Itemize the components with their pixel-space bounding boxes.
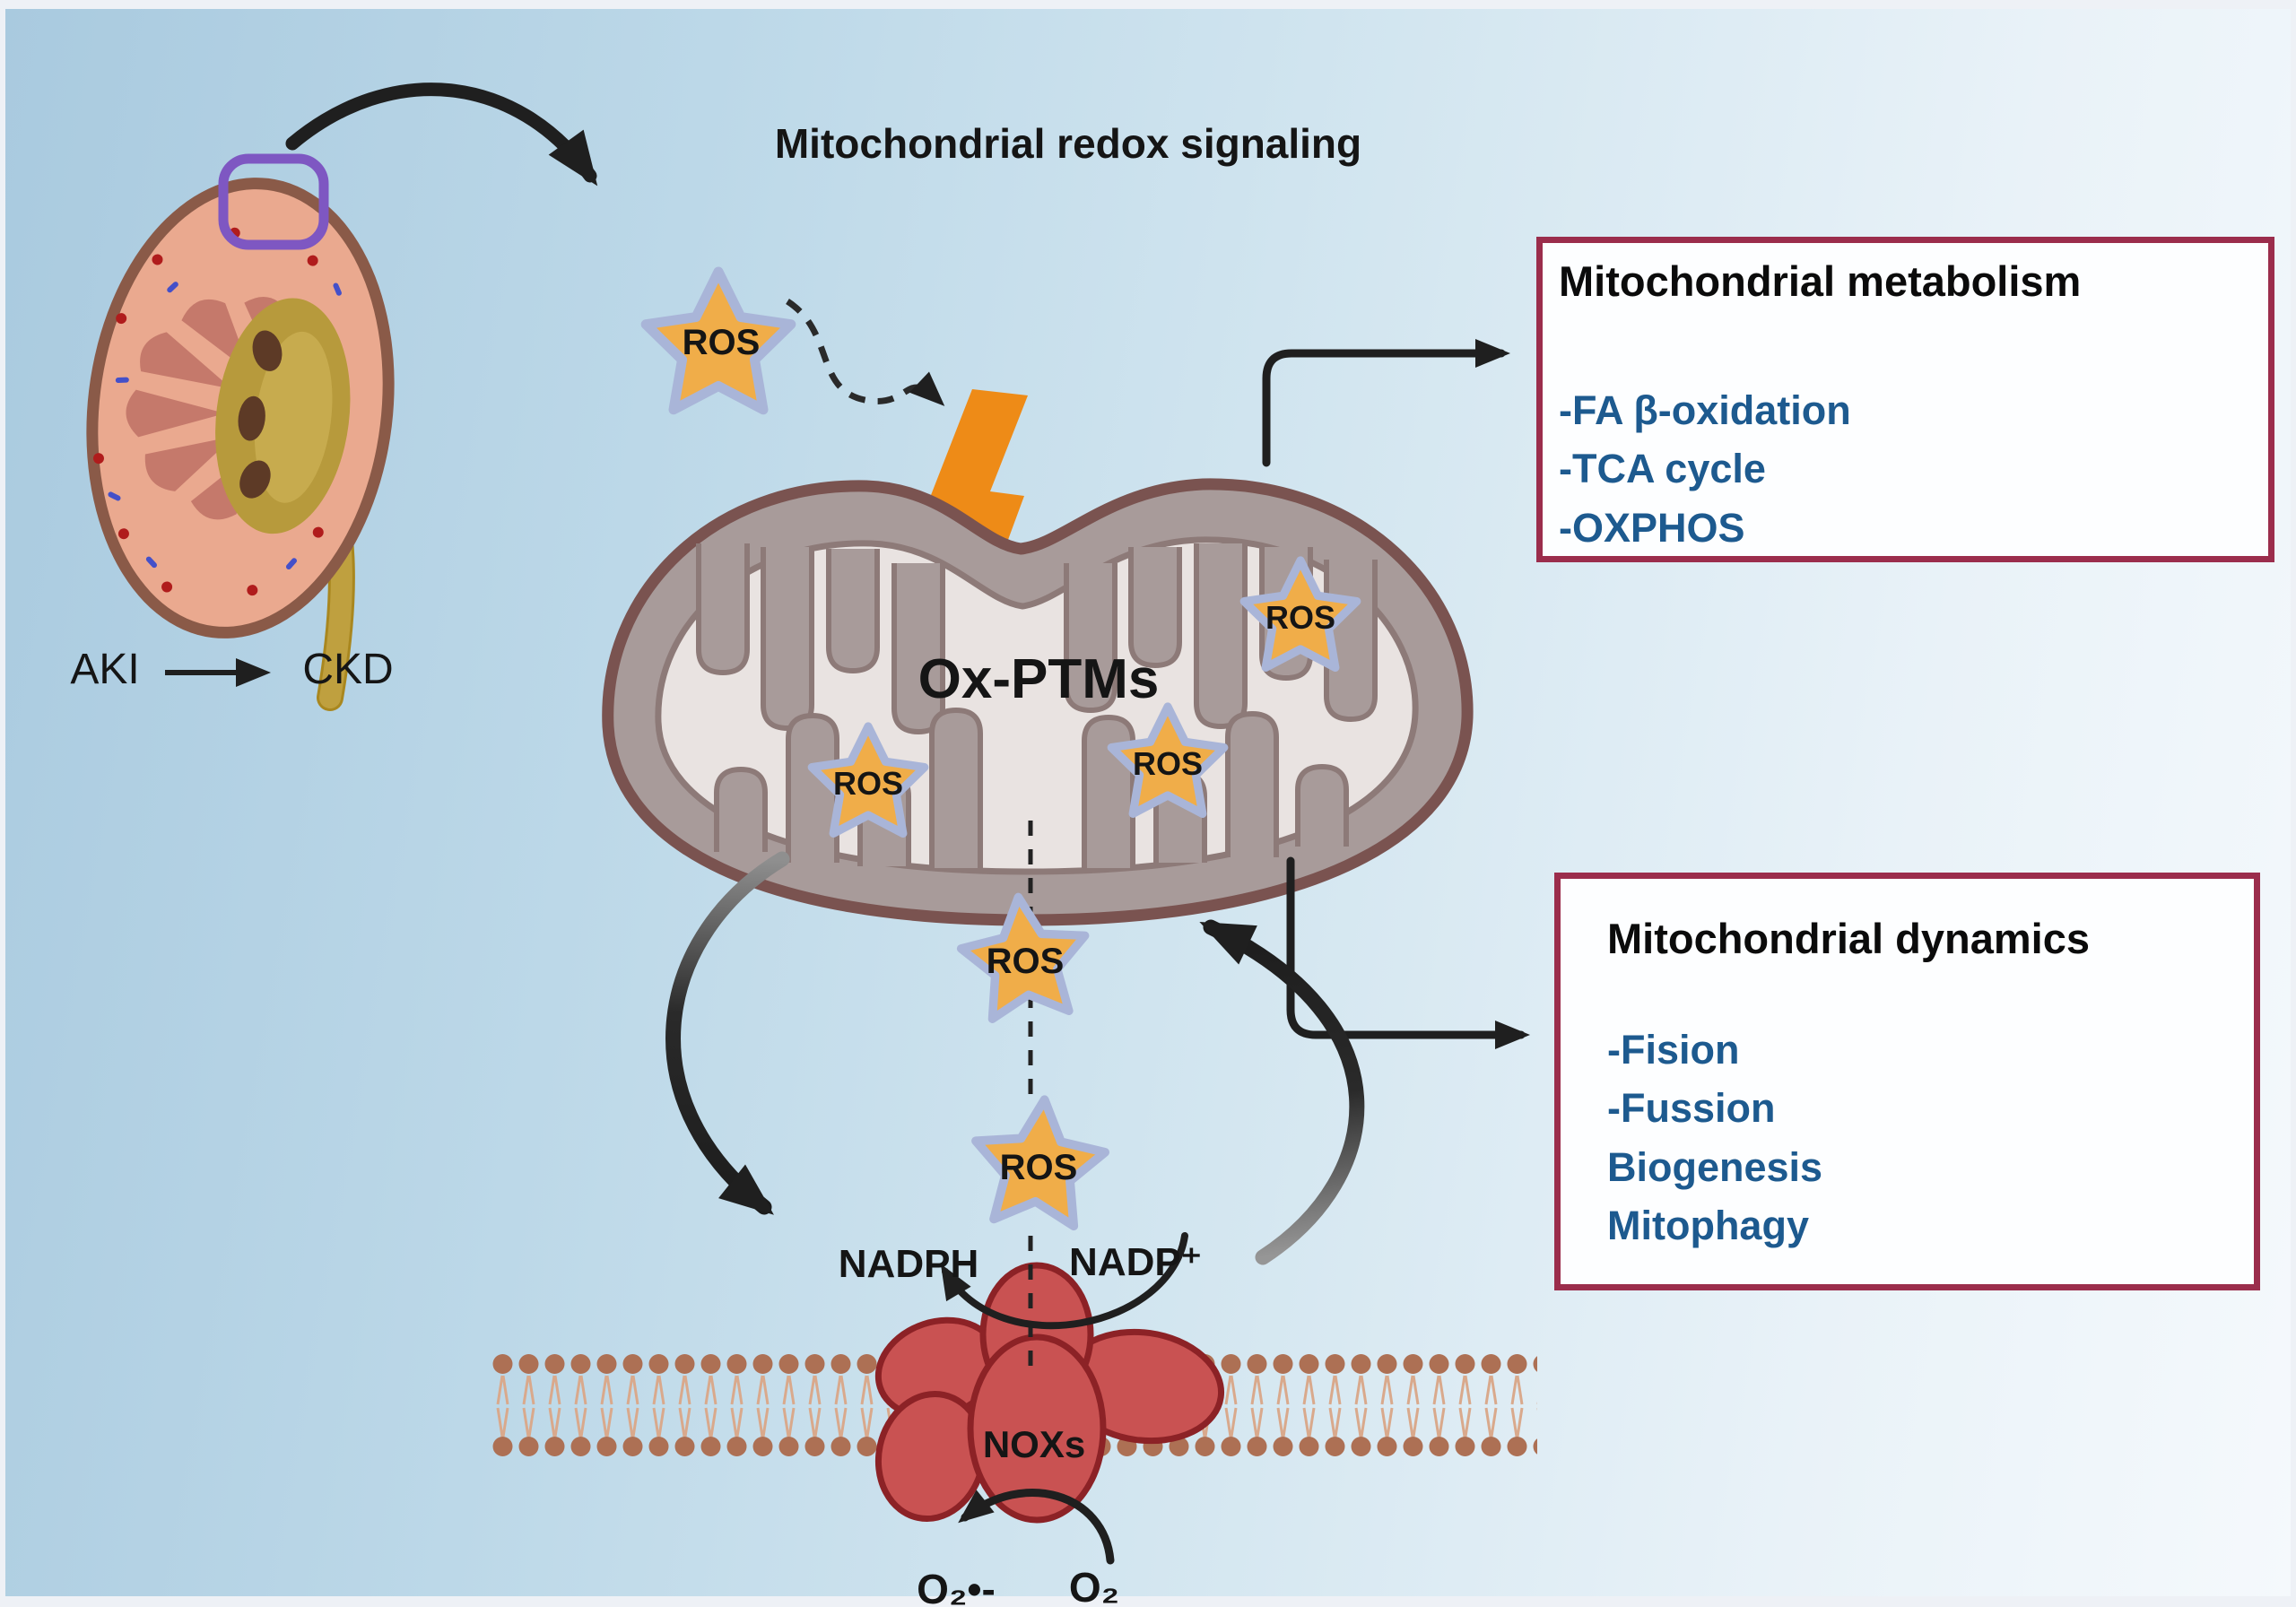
dynamics-box: Mitochondrial dynamics -Fision -Fussion … (1554, 873, 2260, 1290)
ros-label: ROS (682, 323, 761, 362)
kidney-highlight-box-icon (218, 153, 329, 250)
ros-diffusion-dashed-arrow (786, 299, 945, 406)
kidney-illustration (86, 153, 395, 711)
lightning-icon (918, 389, 1028, 632)
metabolism-item: -FA β-oxidation (1559, 387, 1851, 434)
aki-label: AKI (70, 646, 140, 693)
kidney-dots (92, 227, 342, 596)
dynamics-item-list: -Fision -Fussion Biogenesis Mitophagy (1607, 1021, 2236, 1255)
ros-label: ROS (1265, 599, 1336, 636)
dynamics-item: -Fision (1607, 1027, 1740, 1073)
cycle-arrow-right (1199, 919, 1365, 1265)
nox-complex-illustration (874, 1262, 1225, 1524)
metabolism-item-list: -FA β-oxidation -TCA cycle -OXPHOS (1559, 381, 2252, 557)
oxygen-label: O₂ (1068, 1564, 1120, 1607)
ckd-label: CKD (302, 646, 394, 693)
dynamics-connector-arrow (1286, 856, 1530, 1049)
nadph-label: NADPH (838, 1242, 979, 1286)
metabolism-item: -TCA cycle (1559, 446, 1766, 492)
metabolism-box: Mitochondrial metabolism -FA β-oxidation… (1536, 237, 2274, 562)
dynamics-item: Mitophagy (1607, 1202, 1809, 1248)
figure-title: Mitochondrial redox signaling (774, 120, 1362, 167)
figure-background: Mitochondrial redox signaling AKI CKD RO… (5, 9, 2291, 1607)
metabolism-item: -OXPHOS (1559, 504, 1745, 551)
metabolism-box-title: Mitochondrial metabolism (1559, 257, 2082, 305)
diagram-artwork (86, 83, 1537, 1565)
nadp-label: NADP⁺ (1069, 1240, 1202, 1284)
dynamics-item: -Fussion (1607, 1085, 1776, 1132)
ox-ptms-label: Ox-PTMs (918, 648, 1160, 710)
kidney-to-ros-arrow (285, 83, 598, 187)
superoxide-label: O₂•- (917, 1566, 996, 1607)
ros-label: ROS (1132, 745, 1204, 782)
cycle-arrow-left (665, 851, 790, 1215)
dynamics-item: Biogenesis (1607, 1143, 1823, 1190)
dynamics-box-title: Mitochondrial dynamics (1607, 915, 2090, 962)
metabolism-connector-arrow (1262, 339, 1510, 467)
ros-label: ROS (832, 765, 904, 802)
nadph-regeneration-arrow (940, 1232, 1188, 1330)
superoxide-arrow (958, 1489, 1115, 1565)
noxs-label: NOXs (982, 1423, 1086, 1465)
ros-label: ROS (999, 1148, 1078, 1187)
ros-label: ROS (986, 942, 1065, 981)
